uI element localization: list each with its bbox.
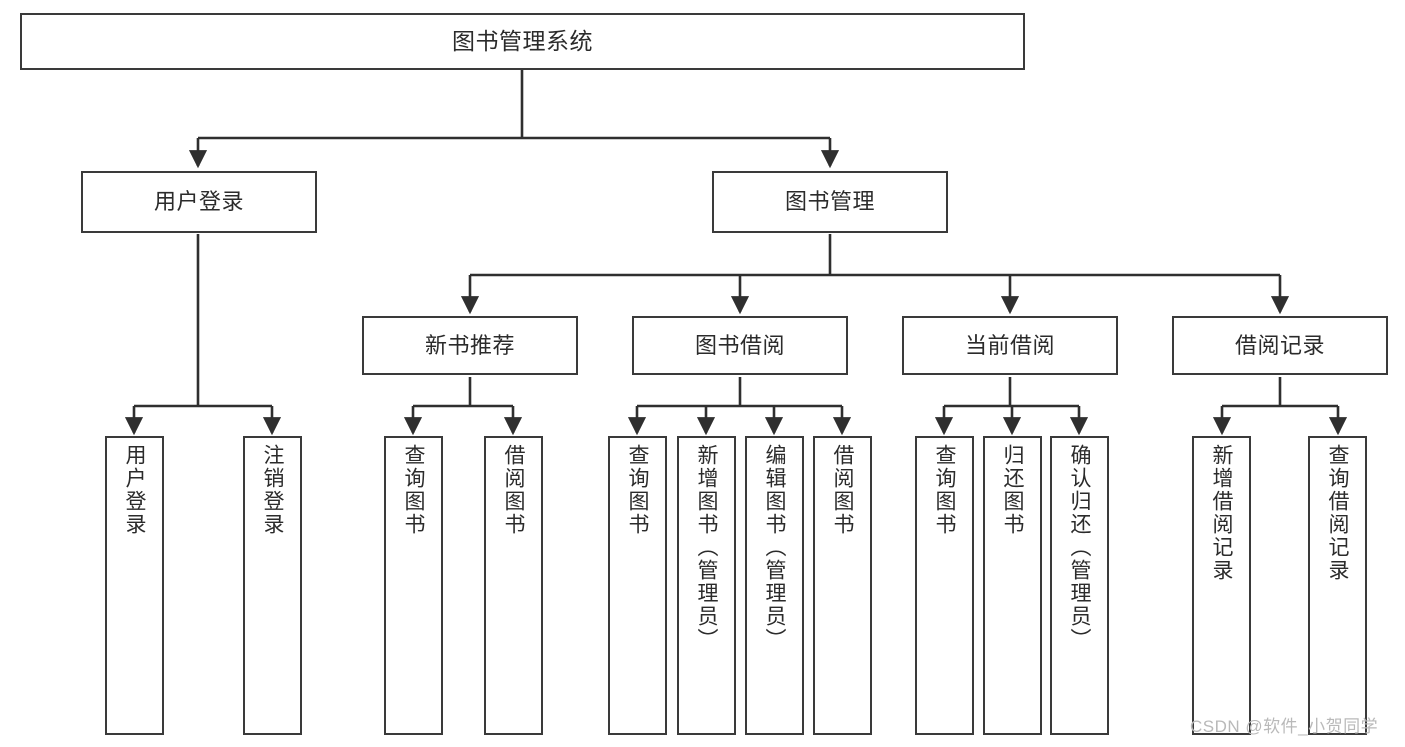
leaf-logout-login[interactable]: 注销登录 [243, 436, 302, 735]
leaf-add-book-admin[interactable]: 新增图书（管理员） [677, 436, 736, 735]
node-label: 归还图书 [1001, 444, 1024, 536]
node-book-management[interactable]: 图书管理 [712, 171, 948, 233]
leaf-query-book-borrow[interactable]: 查询图书 [608, 436, 667, 735]
leaf-query-book-new-recommend[interactable]: 查询图书 [384, 436, 443, 735]
leaf-borrow-book-new-recommend[interactable]: 借阅图书 [484, 436, 543, 735]
node-label: 图书管理系统 [452, 27, 593, 54]
node-label: 借阅图书 [831, 444, 854, 536]
node-label: 用户登录 [153, 189, 244, 215]
node-label: 新增图书（管理员） [695, 444, 718, 651]
leaf-query-borrow-record[interactable]: 查询借阅记录 [1308, 436, 1367, 735]
node-label: 新增借阅记录 [1210, 444, 1233, 582]
node-user-login[interactable]: 用户登录 [81, 171, 317, 233]
node-book-borrow[interactable]: 图书借阅 [632, 316, 848, 375]
node-label: 查询图书 [402, 444, 425, 536]
node-borrow-record[interactable]: 借阅记录 [1172, 316, 1388, 375]
node-label: 确认归还（管理员） [1068, 444, 1091, 651]
leaf-add-borrow-record[interactable]: 新增借阅记录 [1192, 436, 1251, 735]
node-label: 用户登录 [123, 444, 146, 536]
node-root-book-management-system[interactable]: 图书管理系统 [20, 13, 1025, 70]
node-label: 注销登录 [261, 444, 284, 536]
node-label: 当前借阅 [964, 332, 1055, 358]
node-current-borrow[interactable]: 当前借阅 [902, 316, 1118, 375]
node-new-book-recommend[interactable]: 新书推荐 [362, 316, 578, 375]
node-label: 查询图书 [626, 444, 649, 536]
leaf-user-login[interactable]: 用户登录 [105, 436, 164, 735]
node-label: 图书管理 [784, 189, 875, 215]
leaf-query-book-current[interactable]: 查询图书 [915, 436, 974, 735]
node-label: 借阅记录 [1234, 332, 1325, 358]
csdn-watermark: CSDN @软件_小贺同学 [1190, 717, 1379, 736]
node-label: 查询图书 [933, 444, 956, 536]
leaf-confirm-return-admin[interactable]: 确认归还（管理员） [1050, 436, 1109, 735]
node-label: 查询借阅记录 [1326, 444, 1349, 582]
leaf-borrow-book-borrow[interactable]: 借阅图书 [813, 436, 872, 735]
node-label: 编辑图书（管理员） [763, 444, 786, 651]
node-label: 图书借阅 [694, 332, 785, 358]
node-label: 新书推荐 [424, 332, 515, 358]
leaf-edit-book-admin[interactable]: 编辑图书（管理员） [745, 436, 804, 735]
leaf-return-book[interactable]: 归还图书 [983, 436, 1042, 735]
node-label: 借阅图书 [502, 444, 525, 536]
